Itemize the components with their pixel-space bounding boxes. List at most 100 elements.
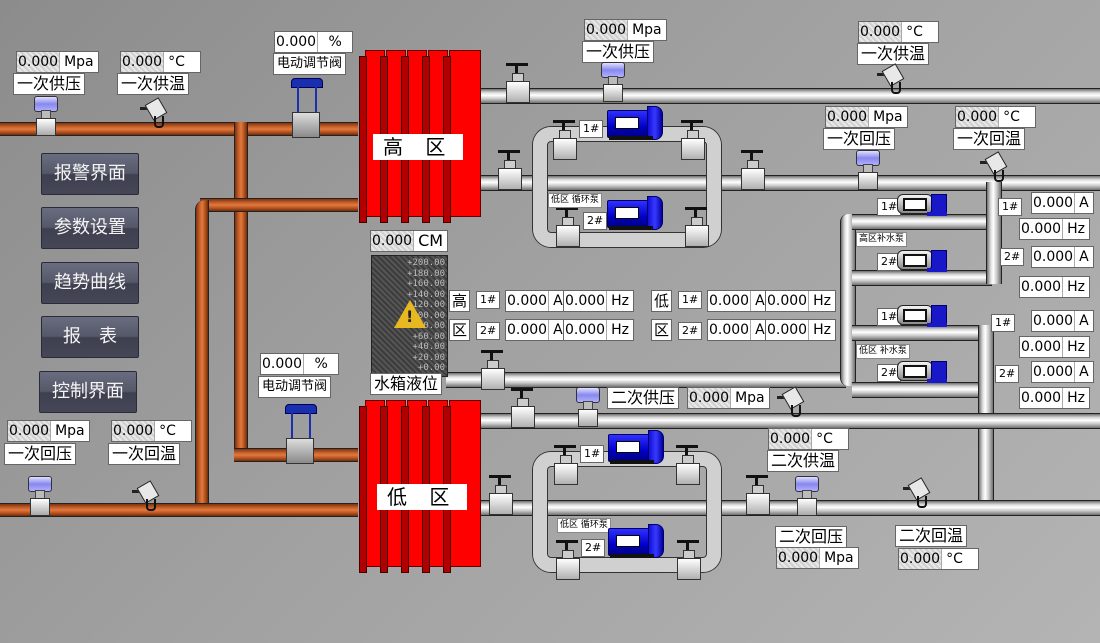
gate-valve-icon[interactable] <box>552 120 577 160</box>
high-circ-pump-2[interactable] <box>607 196 665 230</box>
pressure-transmitter-icon <box>34 96 58 136</box>
high-return-temp-label: 一次回温 <box>953 128 1026 150</box>
primary-supply-pipe <box>0 122 358 136</box>
pressure-transmitter-icon <box>28 476 52 516</box>
primary-return-pressure-readout: 0.000 Mpa <box>7 420 90 442</box>
trend-curve-button[interactable]: 趋势曲线 <box>41 262 139 304</box>
low-circ-pump-1[interactable] <box>608 430 666 464</box>
gate-valve-icon[interactable] <box>497 150 522 190</box>
gate-valve-icon[interactable] <box>480 350 505 390</box>
low-zone-heat-exchanger[interactable]: 低 区 <box>355 400 485 580</box>
gate-valve-icon[interactable] <box>676 540 701 580</box>
primary-return-pressure-label: 一次回压 <box>4 443 77 465</box>
electric-control-valve-icon[interactable] <box>283 404 317 464</box>
control-screen-button[interactable]: 控制界面 <box>39 371 137 413</box>
low-circ-pump-2[interactable] <box>608 524 666 558</box>
gate-valve-icon[interactable] <box>740 150 765 190</box>
primary-supply-temp-readout: 0.000 °C <box>120 51 202 73</box>
high-makeup-pump-1[interactable] <box>897 192 951 216</box>
pump-id: 2# <box>877 253 902 271</box>
low-supply-temp-label: 二次供温 <box>767 450 840 472</box>
pump-id: 2# <box>581 539 606 557</box>
primary-branch-pipe <box>234 122 248 452</box>
primary-supply-pressure-label: 一次供压 <box>13 73 86 95</box>
gate-valve-icon[interactable] <box>675 445 700 485</box>
circ-table-high-label: 高 <box>449 290 471 312</box>
primary-supply-temp-label: 一次供温 <box>117 73 190 95</box>
low-makeup-pump-1[interactable] <box>897 303 951 327</box>
low-control-valve-label: 电动调节阀 <box>258 376 332 398</box>
temperature-sensor-icon <box>140 97 170 128</box>
high-circ-loop <box>533 127 721 247</box>
gate-valve-icon[interactable] <box>555 207 580 247</box>
high-circ-pump-1[interactable] <box>607 106 665 140</box>
gate-valve-icon[interactable] <box>510 388 535 428</box>
pressure-transmitter-icon <box>795 476 819 516</box>
gate-valve-icon[interactable] <box>684 207 709 247</box>
primary-return-temp-readout: 0.000 °C <box>111 420 193 442</box>
pump-id: 1# <box>998 198 1023 216</box>
low-makeup-pipe-1 <box>852 325 992 341</box>
pump-id: 1# <box>579 120 604 138</box>
high-supply-pressure-label: 一次供压 <box>582 41 655 63</box>
pump-id: 1# <box>877 308 902 326</box>
pump-id: 2# <box>995 365 1020 383</box>
pump-id: 1# <box>476 291 501 309</box>
primary-return-pipe <box>0 503 358 517</box>
high-makeup-pipe-2 <box>852 270 992 286</box>
gate-valve-icon[interactable] <box>553 445 578 485</box>
gate-valve-icon[interactable] <box>488 475 513 515</box>
pump-id: 1# <box>678 291 703 309</box>
alarm-screen-button[interactable]: 报警界面 <box>41 153 139 195</box>
high-supply-temp-label: 一次供温 <box>857 43 930 65</box>
high-zone-label: 高 区 <box>373 134 464 160</box>
temperature-sensor-icon <box>777 386 807 417</box>
temperature-sensor-icon <box>980 151 1010 182</box>
low-return-temp-label: 二次回温 <box>895 525 968 547</box>
warning-icon <box>394 300 426 328</box>
makeup-header-pipe <box>840 214 856 386</box>
gate-valve-icon[interactable] <box>680 120 705 160</box>
high-control-valve-readout: 0.000 % <box>274 31 354 53</box>
low-supply-temp-readout: 0.000°C <box>768 428 850 450</box>
gate-valve-icon[interactable] <box>745 475 770 515</box>
pump-id: 2# <box>877 364 902 382</box>
low-control-valve-readout: 0.000 % <box>260 353 340 375</box>
tank-level-readout: 0.000 CM <box>370 230 449 252</box>
electric-control-valve-icon[interactable] <box>289 78 323 138</box>
tank-level-gauge: +200.00+180.00+160.00 +140.00+120.00+100… <box>371 255 448 377</box>
high-makeup-pump-2[interactable] <box>897 248 951 272</box>
temperature-sensor-icon <box>903 477 933 508</box>
parameter-settings-button[interactable]: 参数设置 <box>41 207 139 249</box>
pump-id: 1# <box>580 445 605 463</box>
high-return-pipe <box>470 175 1100 191</box>
high-circ-pump-label: 低区 循环泵 <box>548 193 602 208</box>
report-button[interactable]: 报 表 <box>41 316 139 358</box>
high-supply-pipe <box>470 88 1100 104</box>
high-zone-heat-exchanger[interactable]: 高 区 <box>355 50 485 230</box>
pump-id: 2# <box>678 322 703 340</box>
tank-level-label: 水箱液位 <box>370 373 443 395</box>
circ-table-low-label: 低 <box>651 290 673 312</box>
high-control-valve-label: 电动调节阀 <box>273 53 347 75</box>
temperature-sensor-icon <box>877 63 907 94</box>
gate-valve-icon[interactable] <box>555 540 580 580</box>
circ-table-zone-label: 区 <box>449 319 471 341</box>
gate-valve-icon[interactable] <box>505 63 530 103</box>
tank-outlet-pipe <box>446 372 846 388</box>
low-makeup-pump-2[interactable] <box>897 359 951 383</box>
